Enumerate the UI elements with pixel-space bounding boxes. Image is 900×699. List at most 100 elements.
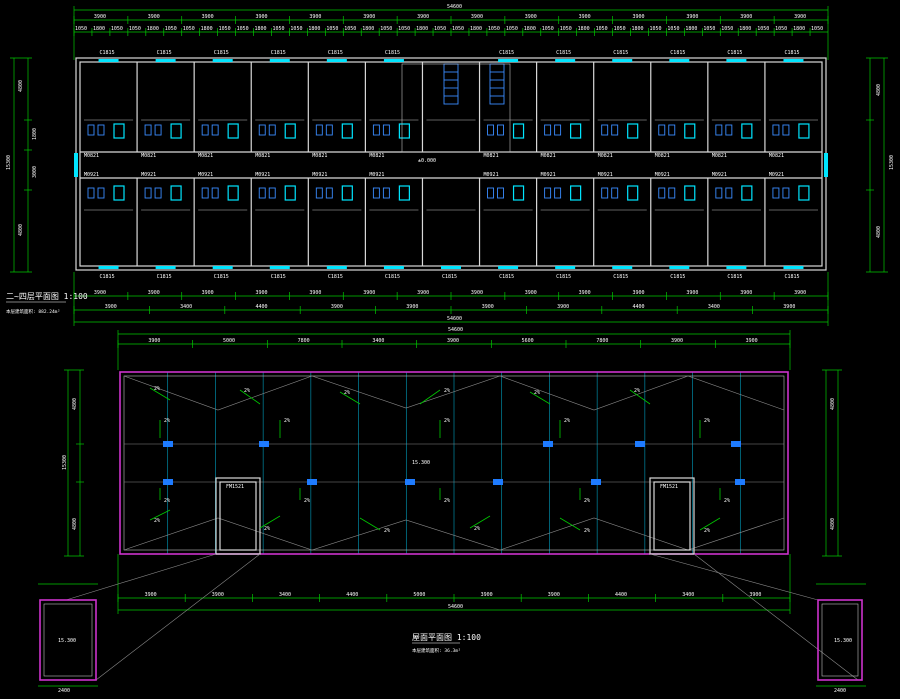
slope-label: 2% [164,498,170,504]
window-label-north: C1815 [271,50,286,56]
bottom-group-label: 3900 [331,304,343,310]
top-bay-label: 3900 [794,14,806,20]
window-label-south: C1815 [271,274,286,280]
right-box-level: 15.300 [834,638,852,644]
door-label-north: M0821 [655,153,670,159]
window-label-south: C1815 [727,274,742,280]
window-north [212,59,233,62]
top-sub-label: 1800 [685,26,697,32]
window-label-south: C1815 [328,274,343,280]
top-sub-label: 1050 [111,26,123,32]
bottom-bay-label: 3900 [256,290,268,296]
slope-label: 2% [154,386,160,392]
bottom-bay-label: 3900 [740,290,752,296]
left-dim-3: 3000 [32,166,38,178]
roof-drain [735,479,745,485]
slope-arrows: 2%2%2%2%2%2%2%2%2%2%2%2%2%2%2%2%2%2%2%2%… [149,386,730,534]
bottom-overall-label: 54600 [447,316,462,322]
bottom-bay-label: 3900 [94,290,106,296]
window-label-north: C1815 [157,50,172,56]
roof-plan-subtitle: 本层建筑面积: 36.3m² [412,647,461,654]
door-label-south: M0921 [484,172,499,178]
left-box-width: 2400 [58,688,70,694]
window-label-north: C1815 [670,50,685,56]
dimension-chain-top: 3900 1050 1800 1050 3900 1050 1800 1050 3900 1050… [73,14,829,36]
slope-arrow [469,515,491,529]
door-label-south: M0921 [84,172,99,178]
top-bay-label: 3900 [525,14,537,20]
exterior-wall-inner [79,61,823,267]
floor-plan-subtitle: 本层建筑面积: 882.24m² [6,308,60,315]
top-sub-label: 1050 [129,26,141,32]
window-label-south: C1815 [385,274,400,280]
slope-arrow [559,517,581,531]
window-south [212,266,233,269]
bottom-group-label: 3900 [105,304,117,310]
door-label-south: M0921 [255,172,270,178]
top-sub-label: 1050 [757,26,769,32]
bottom-group-label: 3900 [406,304,418,310]
top-sub-label: 1800 [362,26,374,32]
door-label-north: M0821 [369,153,384,159]
window-north [98,59,119,62]
top-sub-label: 1050 [542,26,554,32]
bottom-group-label: 3400 [708,304,720,310]
roof-bottom-dim: 3400 [682,592,694,598]
slope-label: 2% [344,390,350,396]
roof-level-label: 15.300 [412,460,430,466]
roof-top-dim: 3400 [372,338,384,344]
roof-plan-title: 屋面平面图 1:100 [412,633,481,642]
top-bay-label: 3900 [94,14,106,20]
window-label-north: C1815 [499,50,514,56]
roof-drains [163,441,745,485]
roof-bottom-dim: 5000 [413,592,425,598]
window-label-south: C1815 [214,274,229,280]
top-bay-label: 3900 [740,14,752,20]
window-south [612,266,633,269]
top-sub-label: 1050 [649,26,661,32]
window-north [783,59,804,62]
roof-bottom-dim: 3900 [749,592,761,598]
window-south [441,266,461,269]
window-label-north: C1815 [556,50,571,56]
roof-top-dim: 3900 [746,338,758,344]
stair-roof-box-left [215,477,261,555]
door-label-north: M0821 [141,153,156,159]
window-south [269,266,290,269]
roof-bottom-dim: 3900 [481,592,493,598]
slope-label: 2% [444,498,450,504]
window-label-south: C1815 [556,274,571,280]
window-label-north: C1815 [784,50,799,56]
slope-label: 2% [164,418,170,424]
door-label-south: M0921 [598,172,613,178]
top-bay-label: 3900 [363,14,375,20]
slope-arrow [149,387,171,401]
slope-label: 2% [474,526,480,532]
top-sub-label: 1050 [488,26,500,32]
roof-drain [307,479,317,485]
floor-plan-title: 二~四层平面图 1:100 [6,292,88,301]
slope-label: 2% [564,418,570,424]
top-sub-label: 1050 [703,26,715,32]
roof-bottom-dim: 4400 [346,592,358,598]
window-label-south: C1815 [157,274,172,280]
right-box-width: 2400 [834,688,846,694]
door-label-north: M0821 [198,153,213,159]
window-label-south: C1815 [613,274,628,280]
top-bay-label: 3900 [256,14,268,20]
left-dim-2: 1800 [32,128,38,140]
window-label-south: C1815 [784,274,799,280]
window-label-north: C1815 [100,50,115,56]
roof-total-depth: 15300 [62,455,68,470]
door-label-south: M0921 [141,172,156,178]
window-south [555,266,576,269]
top-sub-label: 1050 [811,26,823,32]
door-label-south: M0921 [369,172,384,178]
slope-arrow [339,391,361,405]
east-end-door [824,153,828,177]
roof-left-dim-4: 4800 [72,518,78,530]
window-north [669,59,690,62]
roof-top-dim: 5000 [223,338,235,344]
bottom-group-label: 4400 [256,304,268,310]
